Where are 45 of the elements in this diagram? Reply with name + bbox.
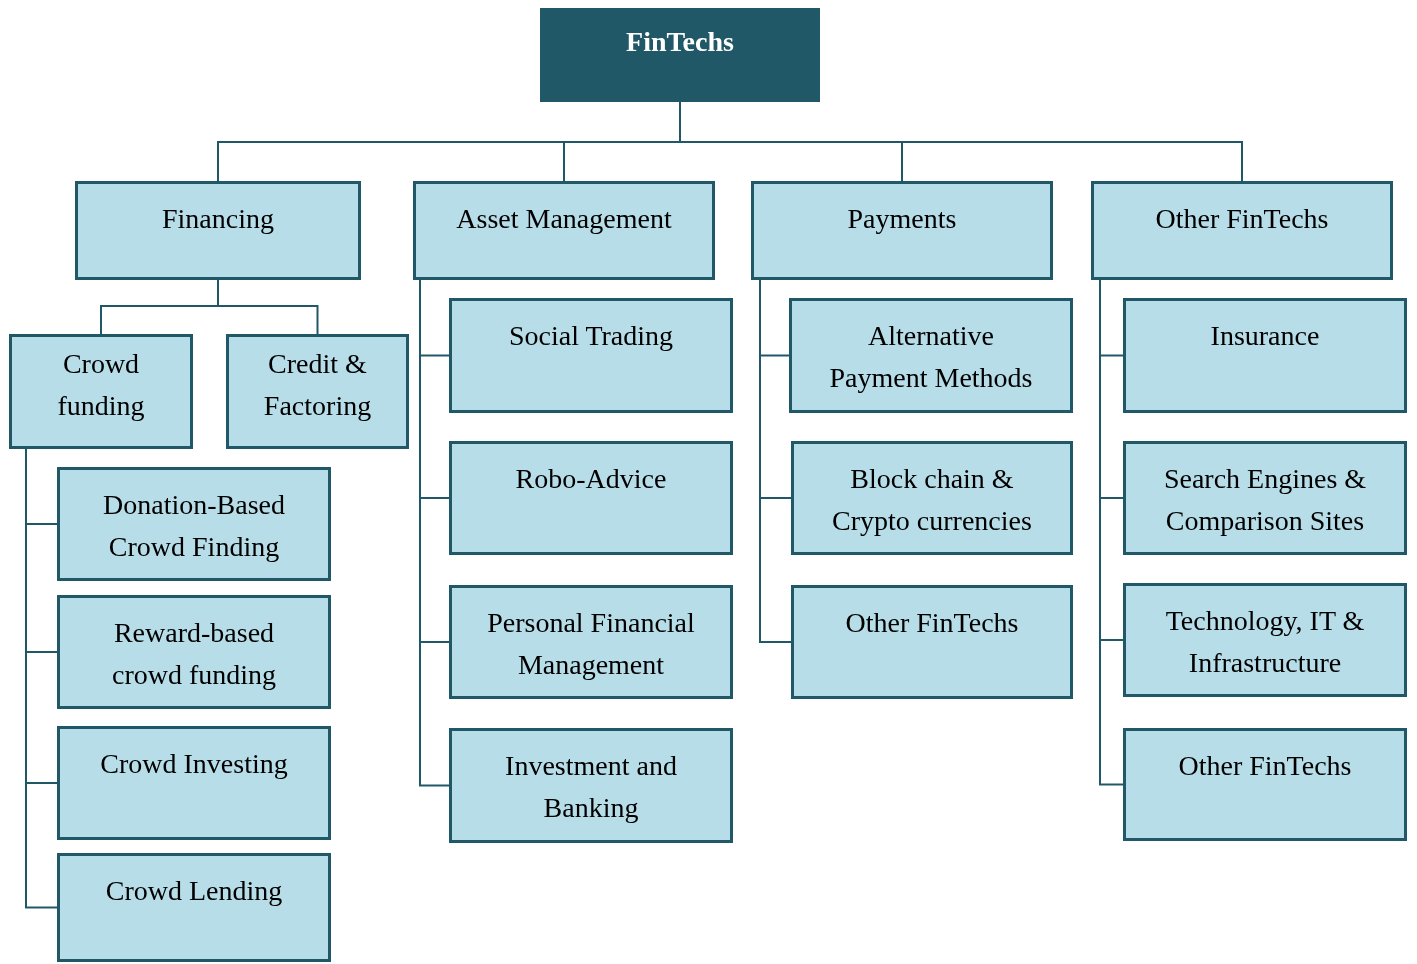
node-label: Financing [162,202,274,236]
category-box [1123,583,1407,697]
category-box [449,728,733,843]
node-label: Credit & Factoring [262,347,373,423]
root-box [540,8,820,102]
category-box [57,467,331,581]
category-box [75,181,361,280]
node-label: Block chain & Crypto currencies [831,462,1033,538]
node-label: Crowd Lending [105,874,283,908]
category-box [791,585,1073,699]
node-label: Other FinTechs [1155,202,1329,236]
node-label: Technology, IT & Infrastructure [1164,604,1366,680]
node-label: Other FinTechs [845,606,1019,640]
category-box [9,334,193,449]
node-label: Reward-based crowd funding [110,616,278,692]
category-box [57,853,331,962]
category-box [1123,298,1407,413]
category-box [57,726,331,840]
node-label: Robo-Advice [515,462,667,496]
category-box [449,298,733,413]
connector-line [217,279,319,335]
category-box [789,298,1073,413]
category-box [1123,728,1407,841]
node-label: Personal Financial Management [486,606,696,682]
node-label: Alternative Payment Methods [828,319,1034,395]
node-label: Asset Management [456,202,672,236]
category-box [226,334,409,449]
category-box [449,585,733,699]
category-box [791,441,1073,555]
node-label: Payments [847,202,957,236]
node-label: FinTechs [626,25,734,59]
category-box [751,181,1053,280]
node-label: Crowd Investing [100,747,288,781]
node-label: Social Trading [508,319,674,353]
category-box [413,181,715,280]
node-label: Other FinTechs [1178,749,1352,783]
node-label: Search Engines & Comparison Sites [1162,462,1368,538]
category-box [57,595,331,709]
category-box [449,441,733,555]
node-label: Insurance [1210,319,1320,353]
category-box [1123,441,1407,555]
node-label: Donation-Based Crowd Finding [102,488,286,564]
node-label: Crowd funding [56,347,146,423]
node-label: Investment and Banking [504,749,678,825]
category-box [1091,181,1393,280]
